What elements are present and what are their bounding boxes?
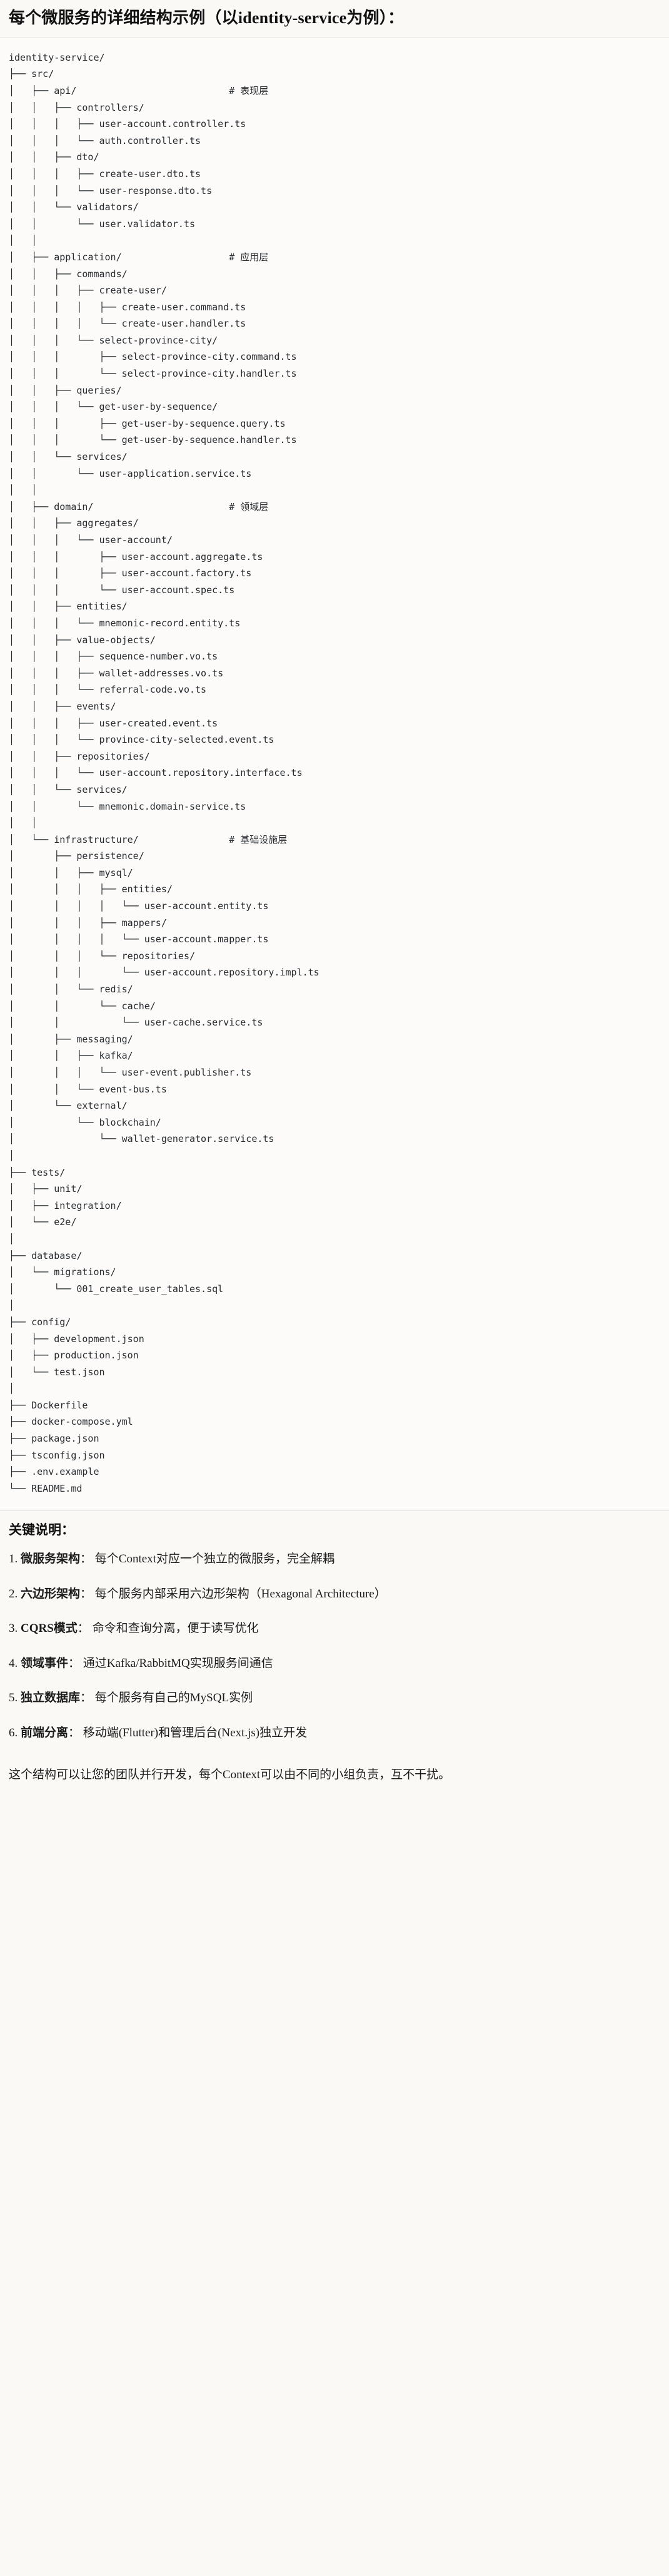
directory-tree-block: identity-service/ ├── src/ │ ├── api/ # …	[0, 38, 669, 1511]
key-note-description: 每个Context对应一个独立的微服务，完全解耦	[94, 1552, 334, 1566]
key-note-term: 前端分离	[21, 1726, 69, 1739]
key-note-separator: ：	[68, 1656, 81, 1670]
key-notes-section: 关键说明： 1. 微服务架构： 每个Context对应一个独立的微服务，完全解耦…	[0, 1511, 669, 1762]
key-note-description: 通过Kafka/RabbitMQ实现服务间通信	[83, 1656, 273, 1670]
key-note-number: 6.	[9, 1726, 18, 1739]
key-note-item: 6. 前端分离： 移动端(Flutter)和管理后台(Next.js)独立开发	[9, 1724, 660, 1742]
key-note-description: 命令和查询分离，便于读写优化	[92, 1622, 259, 1636]
key-notes-title: 关键说明：	[9, 1522, 74, 1538]
key-note-number: 5.	[9, 1691, 18, 1705]
key-note-separator: ：	[80, 1552, 93, 1566]
key-note-description: 每个服务有自己的MySQL实例	[94, 1691, 253, 1705]
key-note-item: 4. 领域事件： 通过Kafka/RabbitMQ实现服务间通信	[9, 1654, 660, 1672]
page-root: 每个微服务的详细结构示例（以identity-service为例）： ident…	[0, 9, 669, 1782]
key-note-separator: ：	[80, 1691, 93, 1705]
key-note-item: 3. CQRS模式： 命令和查询分离，便于读写优化	[9, 1619, 660, 1637]
key-note-separator: ：	[80, 1587, 93, 1601]
key-note-term: CQRS模式	[21, 1622, 78, 1636]
key-note-item: 1. 微服务架构： 每个Context对应一个独立的微服务，完全解耦	[9, 1550, 660, 1568]
tree-divider	[0, 1510, 669, 1512]
key-note-item: 5. 独立数据库： 每个服务有自己的MySQL实例	[9, 1689, 660, 1707]
key-note-term: 六边形架构	[21, 1587, 81, 1601]
key-note-number: 4.	[9, 1656, 18, 1670]
key-note-number: 1.	[9, 1552, 18, 1566]
key-note-term: 领域事件	[21, 1656, 69, 1670]
key-note-item: 2. 六边形架构： 每个服务内部采用六边形架构（Hexagonal Archit…	[9, 1585, 660, 1603]
page-title: 每个微服务的详细结构示例（以identity-service为例）：	[9, 9, 405, 27]
key-note-term: 微服务架构	[21, 1552, 81, 1566]
directory-tree: identity-service/ ├── src/ │ ├── api/ # …	[9, 51, 319, 1494]
closing-note: 这个结构可以让您的团队并行开发，每个Context可以由不同的小组负责，互不干扰…	[9, 1768, 451, 1782]
key-note-description: 每个服务内部采用六边形架构（Hexagonal Architecture）	[94, 1587, 386, 1601]
key-note-separator: ：	[77, 1622, 89, 1636]
key-note-separator: ：	[68, 1726, 81, 1739]
key-note-term: 独立数据库	[21, 1691, 81, 1705]
key-note-number: 3.	[9, 1622, 18, 1636]
key-note-description: 移动端(Flutter)和管理后台(Next.js)独立开发	[83, 1726, 308, 1739]
key-note-number: 2.	[9, 1587, 18, 1601]
